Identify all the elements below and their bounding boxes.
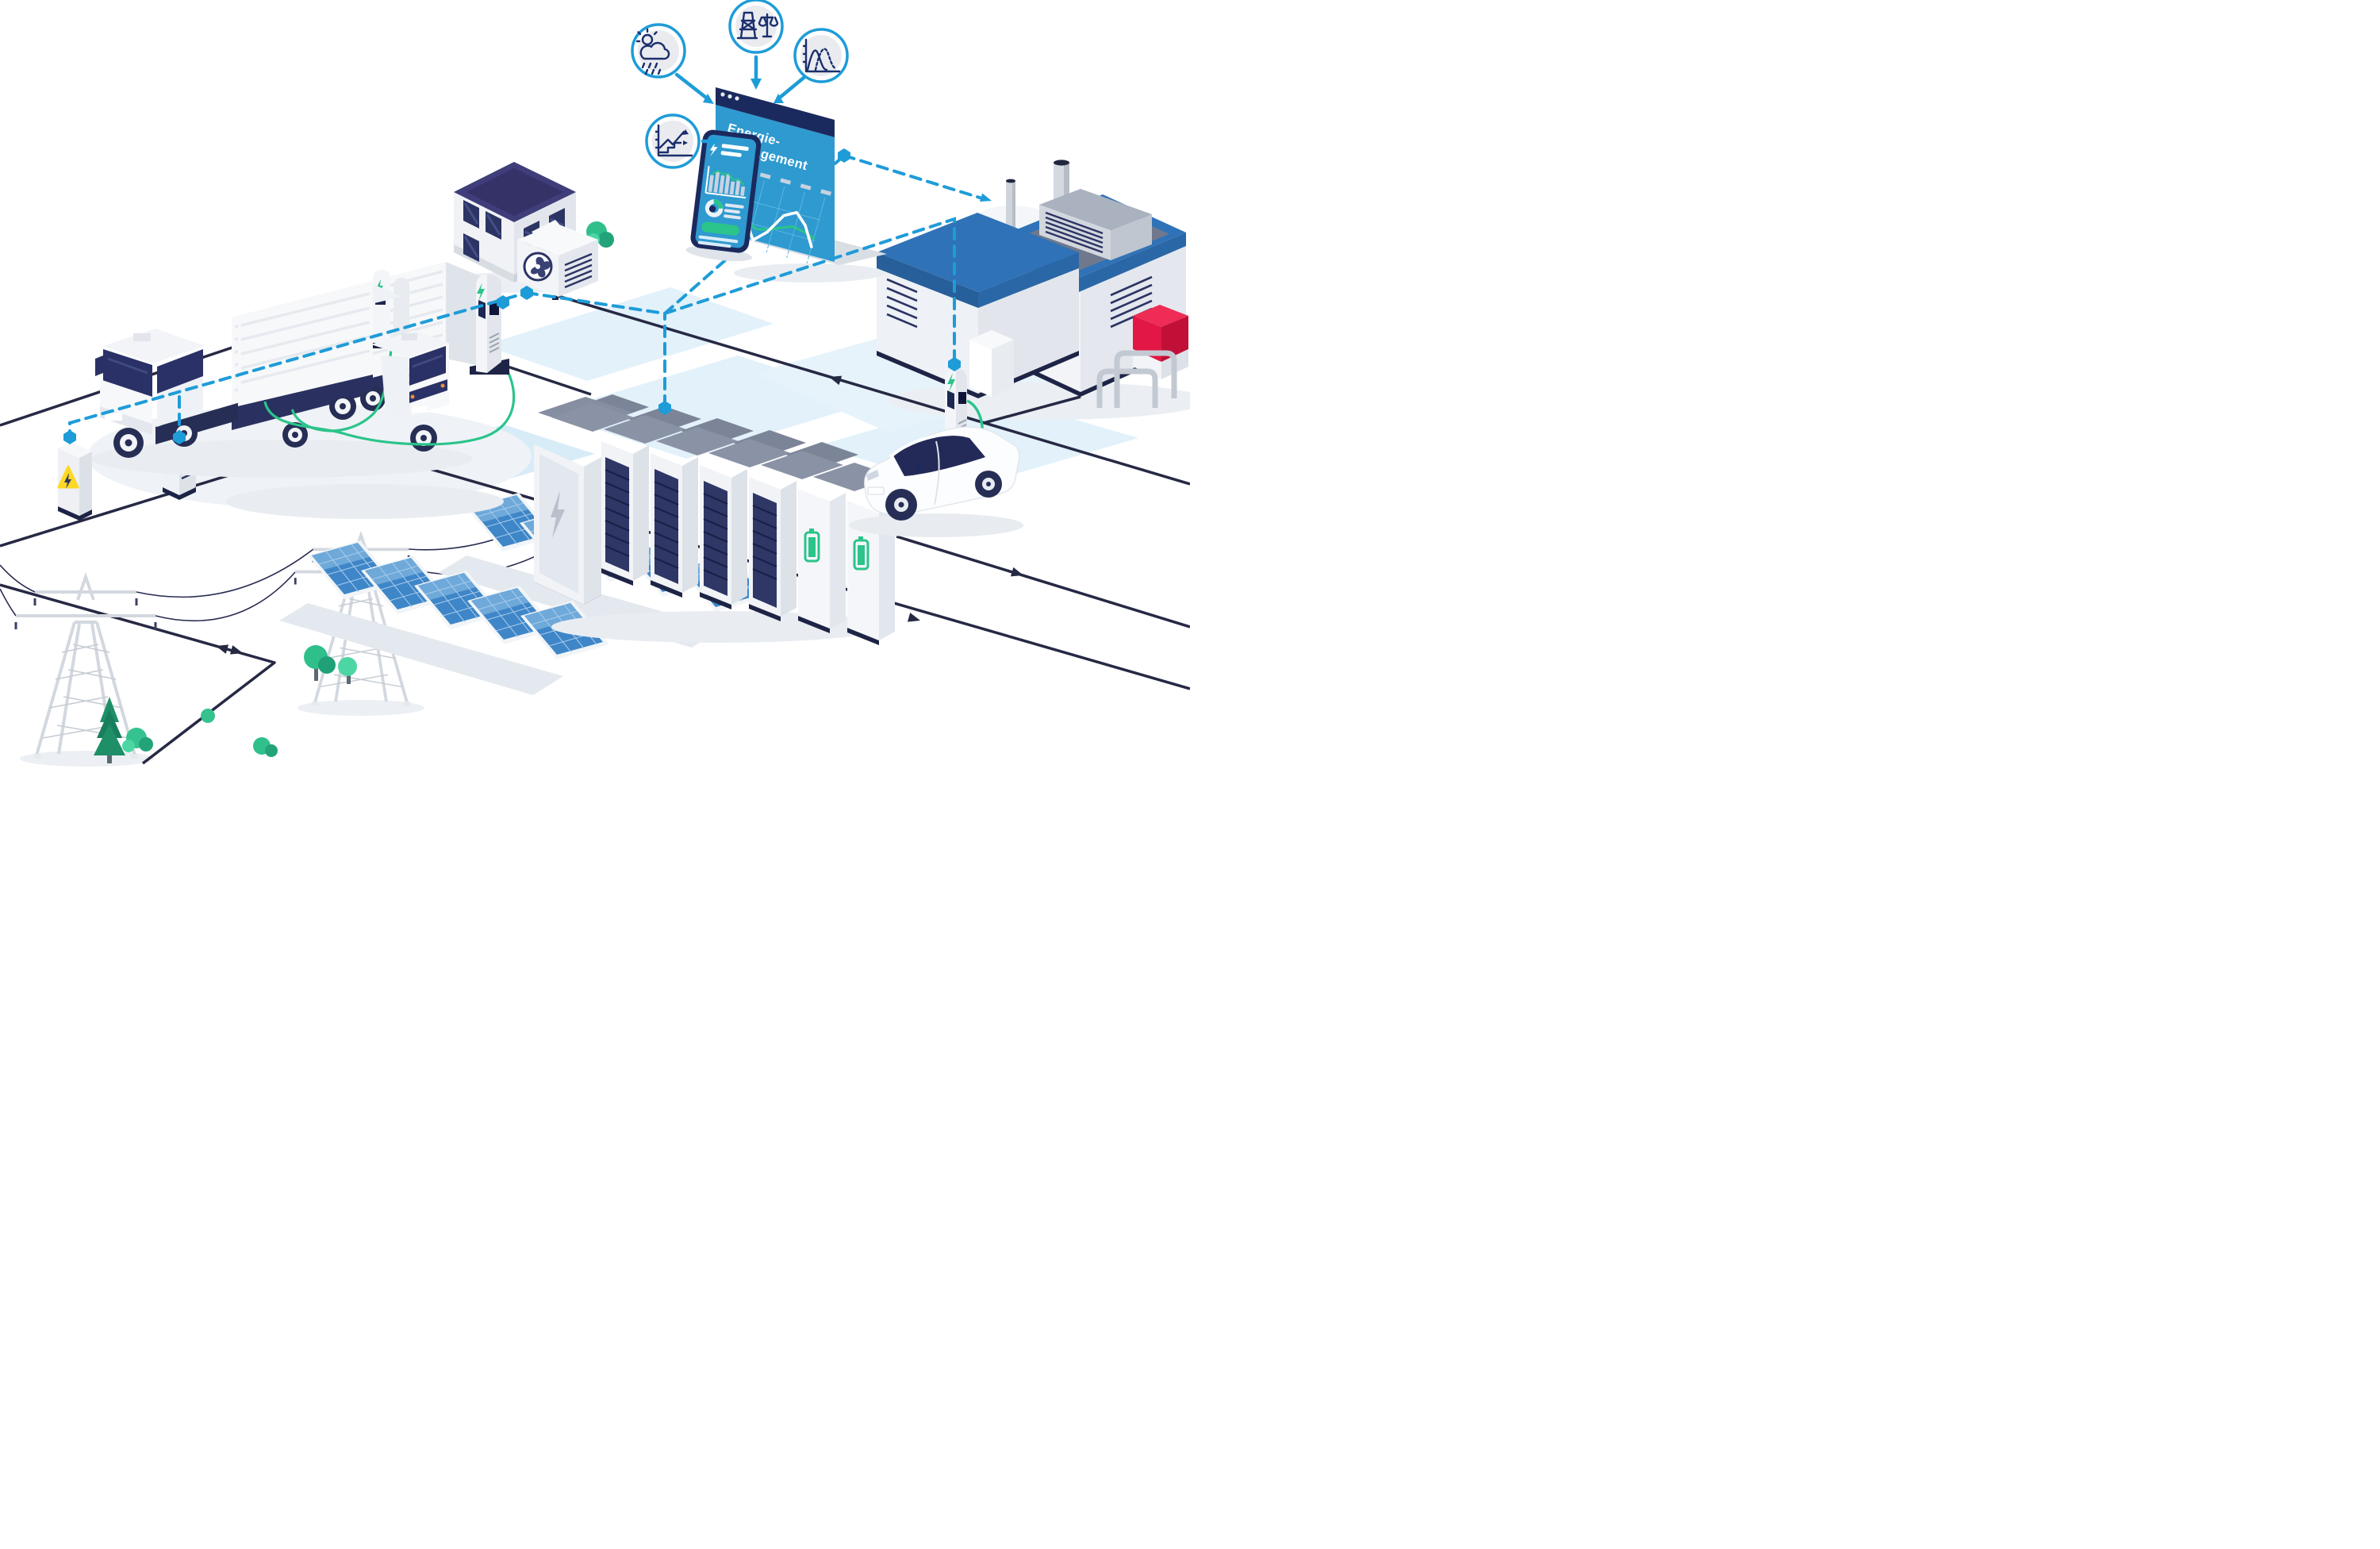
load-profile-icon: [793, 28, 849, 83]
charging-cable: [263, 371, 516, 446]
window-dots: [720, 92, 739, 101]
energy-management-diagram: Energie- Management: [0, 0, 1190, 774]
car-glass: [893, 435, 985, 476]
phone-cta-button[interactable]: [701, 221, 739, 236]
battery-icon: [804, 529, 820, 563]
transformer-box: [57, 442, 92, 521]
trailer-end: [446, 262, 484, 367]
dashboard-titlebar: [716, 87, 835, 137]
input-icons: [631, 0, 849, 169]
power-line-house-to-car: [555, 294, 1190, 486]
bush: [122, 728, 153, 752]
battery-rack: [601, 441, 649, 586]
battery-icon: [853, 536, 869, 571]
battery-rack: [651, 453, 698, 598]
battery-unit: [798, 489, 846, 633]
phone-trend-line: [711, 170, 745, 186]
box-truck-cab: [371, 330, 449, 416]
charge-port: [916, 465, 922, 471]
battery-main-cabinet: [534, 444, 601, 605]
data-link-factory-carcharger: [663, 217, 956, 360]
lightning-bolt-icon: [710, 141, 718, 157]
heat-pump-fan: [523, 252, 553, 282]
battery-unit: [847, 501, 895, 645]
factory-pipes: [1096, 350, 1177, 408]
weather-forecast-icon: [631, 23, 686, 79]
trees-bottom-left: [94, 645, 357, 763]
tree: [304, 645, 336, 681]
headlight: [866, 470, 879, 481]
bush: [201, 709, 215, 723]
phone-bar-chart: [704, 166, 747, 199]
lightning-bolt-icon: [947, 373, 955, 392]
smartphone: [685, 129, 762, 262]
bush: [253, 737, 278, 757]
lightning-bolt-icon: [477, 283, 485, 302]
high-voltage-warning-icon: [57, 465, 79, 489]
arrow-profile-to-dashboard: [778, 75, 806, 99]
factory-annex: [969, 330, 1014, 397]
rooftop-unit: [1039, 189, 1152, 260]
factory-vents: [886, 278, 918, 329]
phone-donut-chart: [704, 199, 744, 220]
tree: [338, 657, 357, 684]
factory-vents: [1110, 275, 1153, 329]
red-container: [1133, 305, 1188, 379]
pine-tree: [94, 697, 125, 763]
data-node-transformer: [63, 430, 76, 444]
grid-balance-icon: [728, 0, 784, 54]
factory: [877, 160, 1188, 408]
heat-pump: [517, 224, 598, 300]
factory-building-left: [877, 213, 1079, 398]
data-links-right: [663, 154, 984, 360]
electric-box-truck: [226, 284, 516, 519]
battery-rack: [700, 465, 747, 609]
arrow-weather-to-dashboard: [674, 72, 708, 100]
data-link-dashboard-factory: [843, 154, 984, 200]
power-line-bottom-left: [0, 583, 276, 765]
diagram-svg: Energie- Management: [0, 0, 1190, 767]
power-line-factory-link: [983, 395, 1081, 425]
battery-rack: [749, 477, 797, 621]
solar-array-front: [279, 540, 610, 695]
icon-arrowheads: [703, 79, 784, 147]
heat-pump-vents: [564, 252, 593, 289]
electric-car: [849, 399, 1023, 537]
market-trend-icon: [645, 113, 701, 169]
data-arrow-factory: [980, 193, 993, 206]
power-line-southeast: [896, 535, 1190, 628]
lightning-bolt-icon: [551, 490, 565, 538]
